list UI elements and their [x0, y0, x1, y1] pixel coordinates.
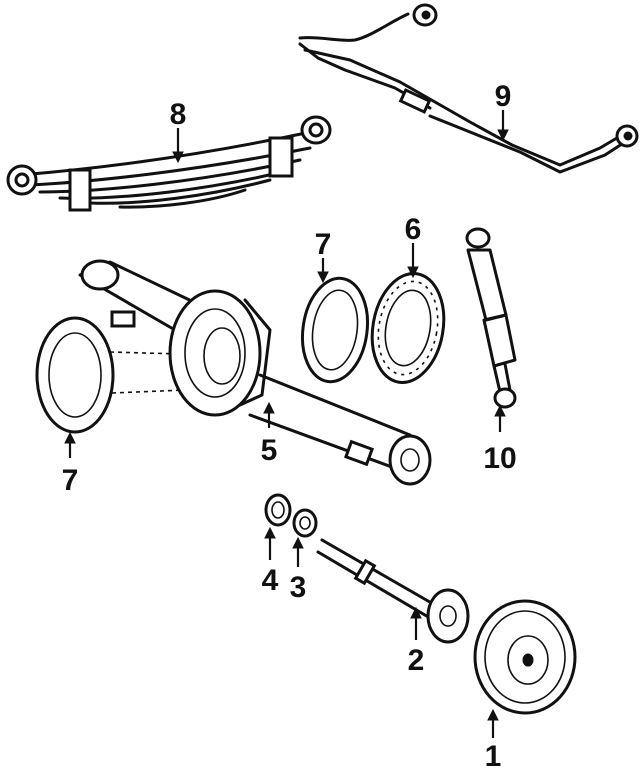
- callout-8: 8: [170, 98, 187, 131]
- brake-drum[interactable]: [473, 599, 577, 715]
- callout-7-right: 7: [315, 228, 332, 261]
- axle-bearing[interactable]: [264, 493, 292, 527]
- callout-3: 3: [290, 571, 307, 604]
- callout-7-left: 7: [62, 464, 79, 497]
- backing-plate[interactable]: [364, 268, 452, 388]
- stabilizer-bar[interactable]: [298, 3, 639, 174]
- callout-10: 10: [483, 442, 516, 475]
- callout-1: 1: [485, 740, 502, 771]
- axle-shaft[interactable]: [316, 538, 470, 644]
- gasket-left[interactable]: [35, 316, 186, 434]
- callout-2: 2: [408, 644, 425, 677]
- callout-6: 6: [405, 213, 422, 246]
- callout-labels: 8 9 7 6 5 7 10 4 3 2 1: [62, 80, 517, 771]
- leader-lines: [64, 110, 509, 738]
- callout-9: 9: [495, 80, 512, 113]
- oil-seal[interactable]: [292, 508, 318, 538]
- callout-5: 5: [261, 434, 278, 467]
- gasket-right[interactable]: [296, 274, 374, 386]
- axle-housing[interactable]: [78, 259, 432, 486]
- callout-4: 4: [262, 564, 279, 597]
- leaf-spring[interactable]: [6, 115, 332, 212]
- shock-absorber[interactable]: [465, 227, 517, 409]
